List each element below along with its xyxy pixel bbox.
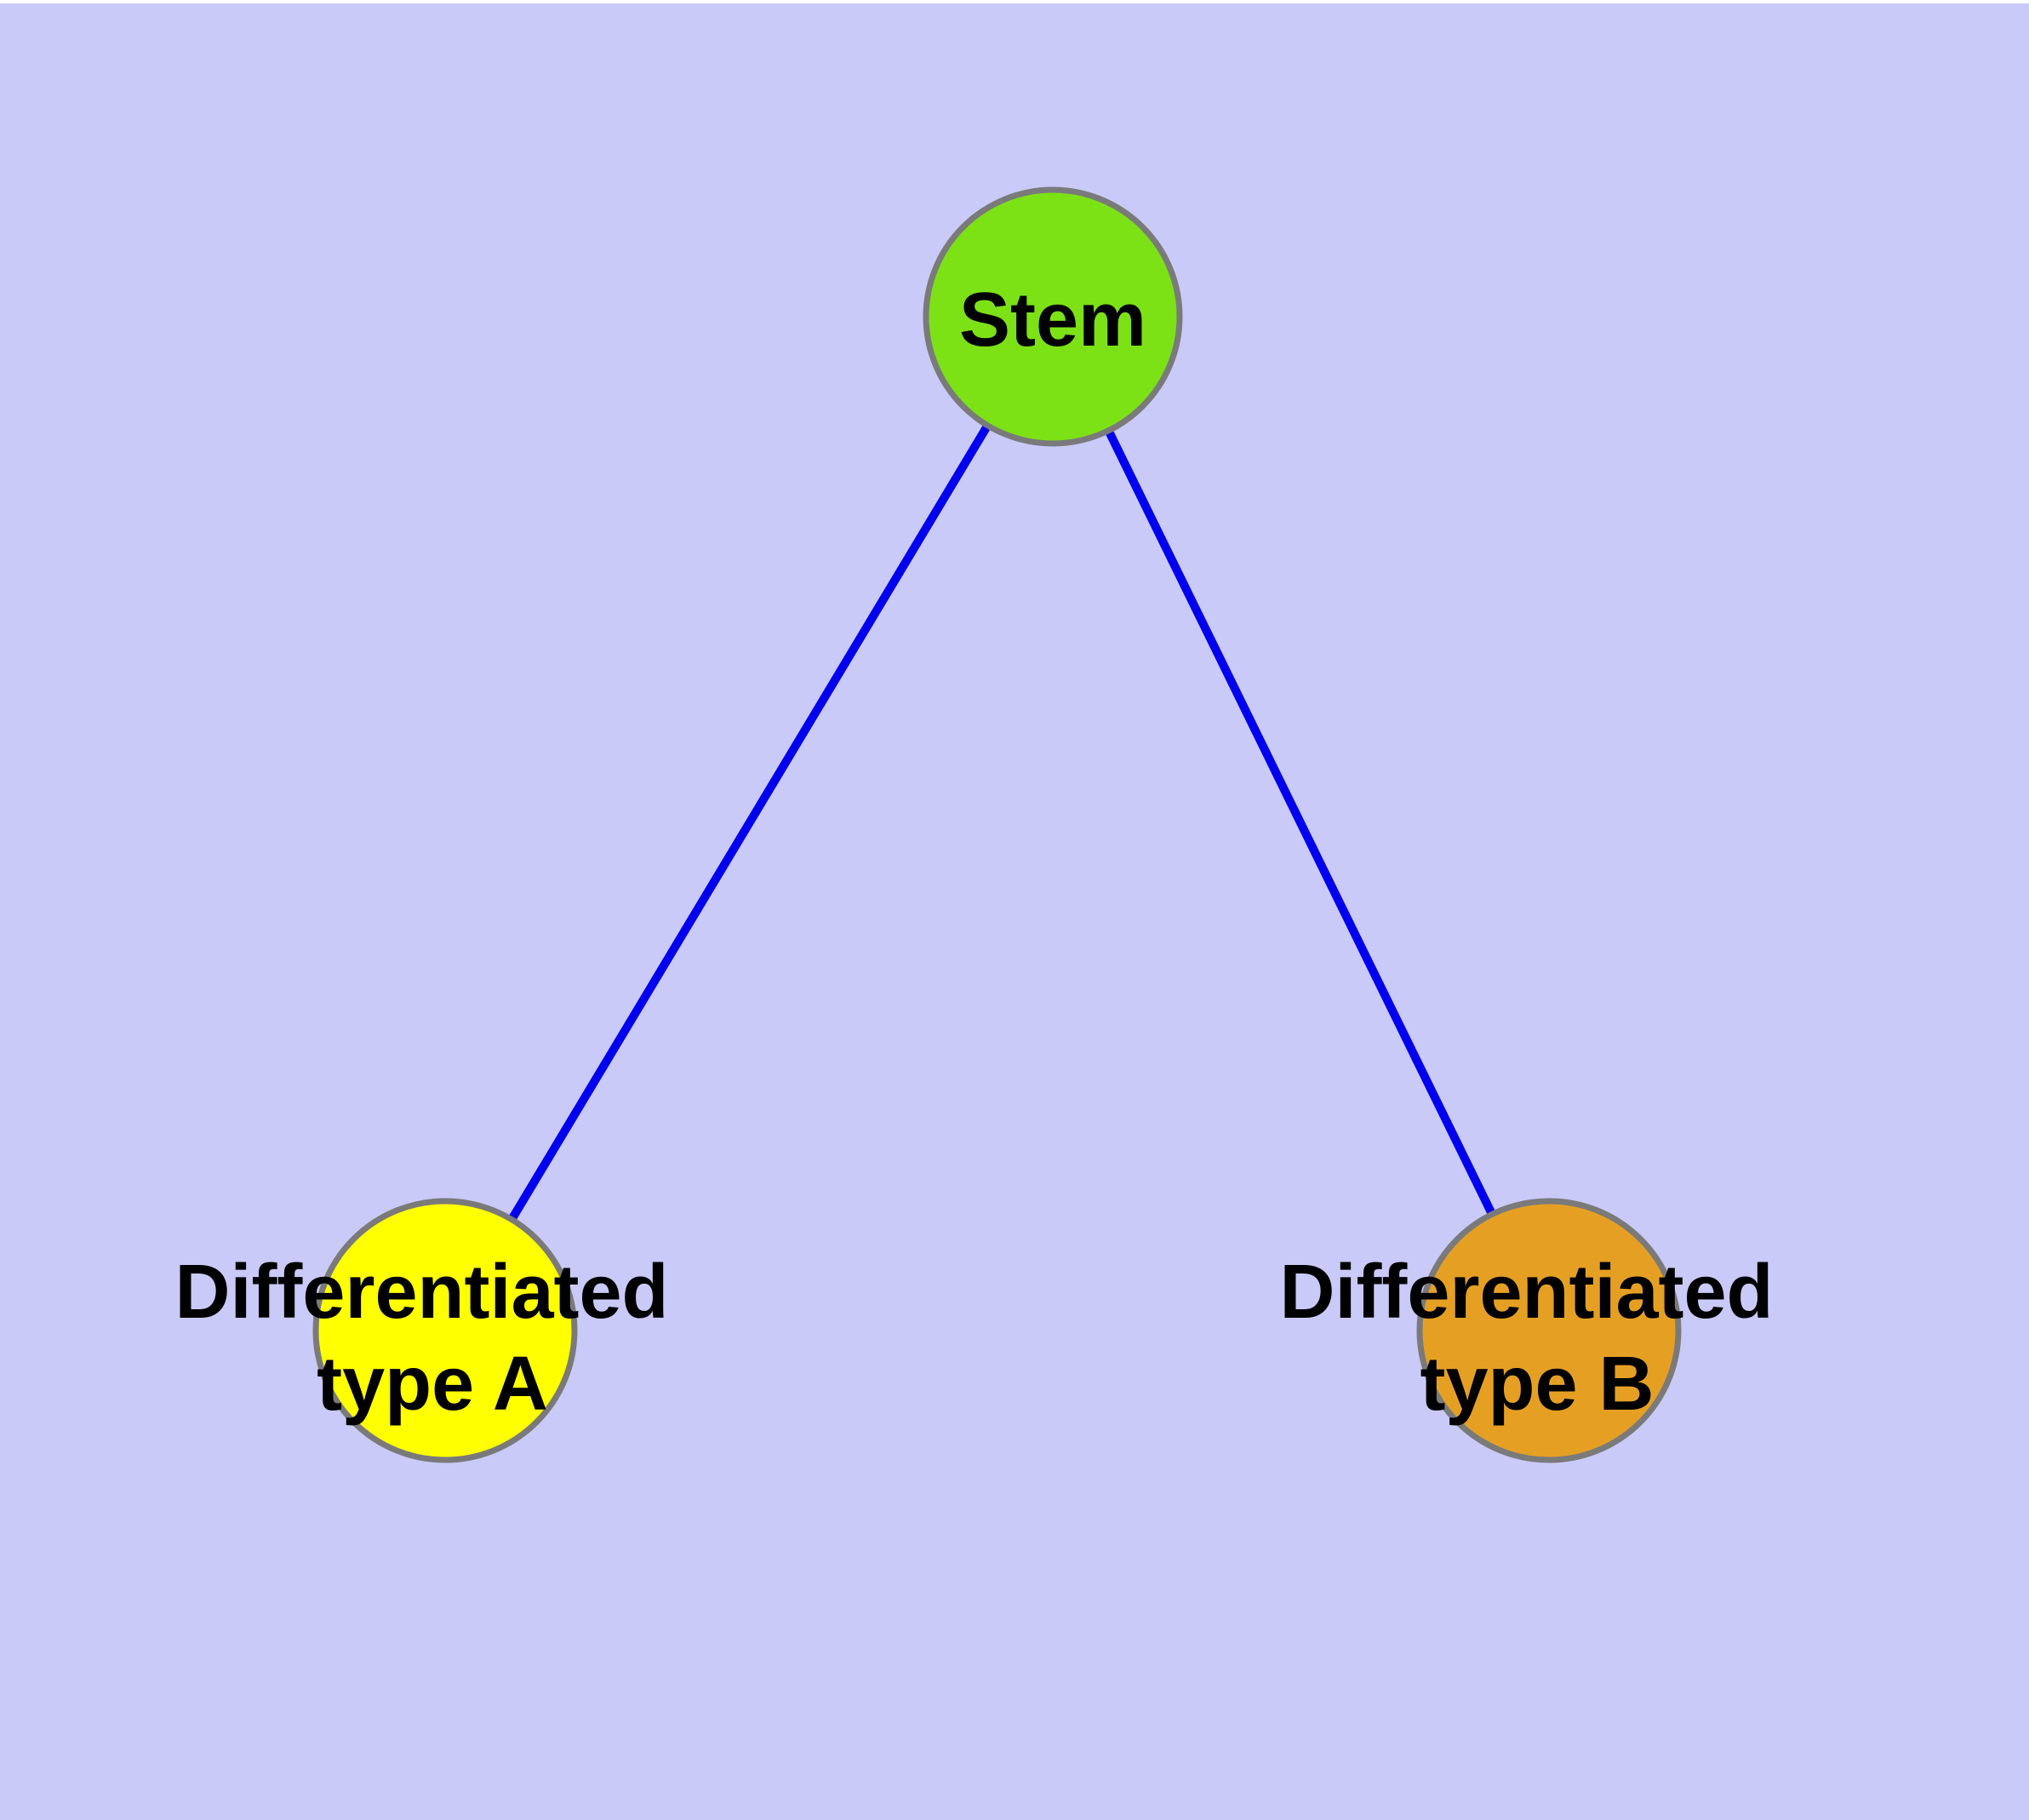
edge-stem-to-type-a [441, 314, 1057, 1333]
type-a-label-line1: Differentiated [174, 1250, 668, 1335]
edge-stem-to-type-b [1049, 314, 1553, 1333]
stem-node-label: Stem [959, 278, 1146, 363]
type-b-node-label: Differentiated type B [1279, 1250, 1794, 1427]
type-b-node [1416, 1198, 1682, 1463]
type-b-label-line2: type B [1420, 1342, 1654, 1427]
stem-node [923, 186, 1183, 447]
type-a-label-line2: type A [317, 1342, 548, 1427]
type-b-label-line1: Differentiated [1279, 1250, 1773, 1335]
type-a-node-label: Differentiated type A [174, 1250, 689, 1427]
type-a-node [312, 1198, 578, 1463]
